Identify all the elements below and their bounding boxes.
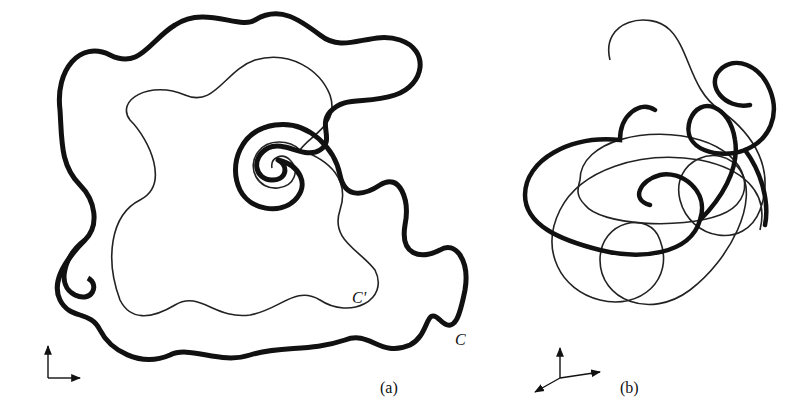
thin-loop xyxy=(578,134,745,223)
panel-label: (a) xyxy=(380,380,398,396)
thick-curl xyxy=(64,240,94,297)
thick-knot xyxy=(525,63,774,255)
curve-label: C xyxy=(455,332,466,348)
thick-curve xyxy=(57,14,466,360)
axis-arrow xyxy=(560,372,600,378)
thin-curve xyxy=(112,57,378,315)
axis-arrow xyxy=(559,348,560,378)
axis-arrow xyxy=(535,378,560,392)
thick-arc xyxy=(745,150,766,225)
axis-arrow xyxy=(48,377,80,378)
curve-label: C' xyxy=(352,290,366,306)
panel-label: (b) xyxy=(620,380,639,396)
axis-arrow xyxy=(47,346,48,378)
